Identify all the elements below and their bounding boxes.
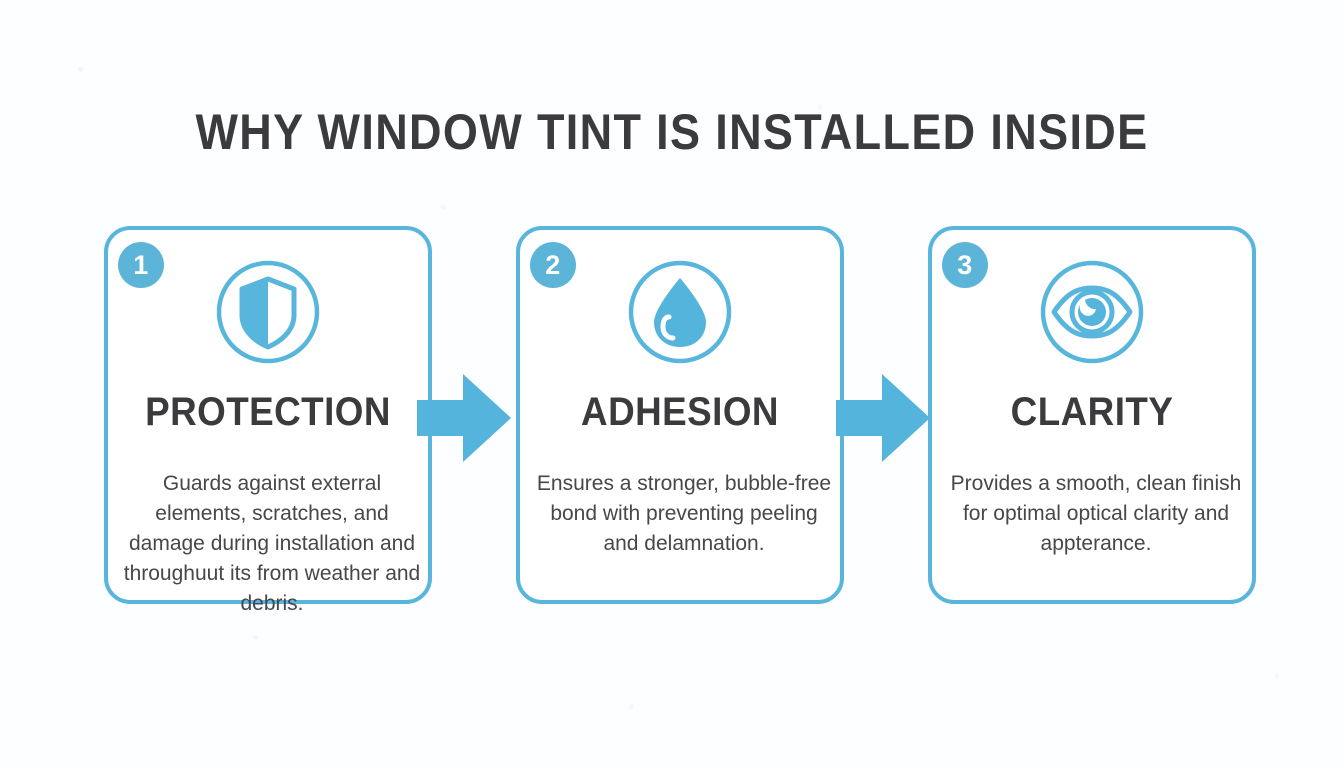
arrow-step-2-to-3-icon bbox=[836, 370, 932, 466]
step-card-protection[interactable]: 1 PROTECTION Guards against exterral ele… bbox=[104, 226, 432, 615]
card-body-protection: Guards against exterral elements, scratc… bbox=[123, 472, 421, 615]
step-number-badge-1: 1 bbox=[118, 242, 164, 288]
card-body-adhesion: Ensures a stronger, bubble-free bond wit… bbox=[536, 472, 832, 555]
icon-container-3 bbox=[932, 258, 1252, 366]
card-heading-protection: PROTECTION bbox=[145, 390, 391, 434]
step-number-badge-2: 2 bbox=[530, 242, 576, 288]
water-drop-icon bbox=[626, 258, 734, 366]
card-heading-adhesion: ADHESION bbox=[581, 390, 779, 434]
icon-container-2 bbox=[520, 258, 840, 366]
page-title: WHY WINDOW TINT IS INSTALLED INSIDE bbox=[195, 103, 1149, 160]
card-body-clarity: Provides a smooth, clean finish for opti… bbox=[950, 472, 1242, 555]
arrow-step-1-to-2-icon bbox=[417, 370, 513, 466]
icon-container-1 bbox=[108, 258, 428, 366]
step-card-adhesion[interactable]: 2 ADHESION Ensures a stronger, bubble-fr… bbox=[516, 226, 844, 604]
step-card-clarity[interactable]: 3 CLARITY Provides a smooth, clean finis… bbox=[928, 226, 1256, 604]
card-heading-clarity: CLARITY bbox=[1010, 390, 1174, 434]
step-number-badge-3: 3 bbox=[942, 242, 988, 288]
shield-icon bbox=[214, 258, 322, 366]
eye-icon bbox=[1038, 258, 1146, 366]
